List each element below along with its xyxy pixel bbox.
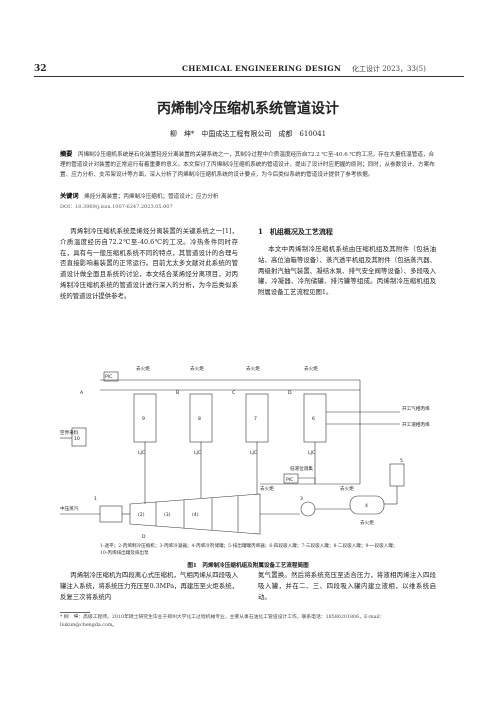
equipment-number: 5 xyxy=(400,458,403,464)
vessel-number: 9 xyxy=(142,416,145,422)
body-paragraph: 丙烯制冷压缩机为四段离心式压缩机，气相丙烯从四段吸入罐注入系统，将系统压力充压至… xyxy=(60,571,238,601)
keywords-text: 烯烃分离装置；丙烯制冷压缩机；管道设计；应力分析 xyxy=(84,194,219,200)
stream-label: C xyxy=(232,390,235,396)
stream-label: A xyxy=(80,390,84,396)
to-torch-label: 去火炬 xyxy=(260,485,274,492)
abstract-label: 摘要 xyxy=(60,151,73,158)
body-paragraph: 氮气置换。然后将系统充压至适合压力，将液相丙烯注入四段吸入罐，并在二、三、四段吸… xyxy=(258,571,436,601)
author-affiliation: 柳 坤* 中国成达工程有限公司 成都 610041 xyxy=(169,130,327,138)
keywords-label: 关键词 xyxy=(60,193,79,200)
vessel-number: 10 xyxy=(74,436,80,442)
steam-label: 中压蒸汽 xyxy=(60,505,79,512)
ljc-label: LJC xyxy=(138,450,145,456)
stream-label: D xyxy=(142,534,146,540)
ljc-label: LJC xyxy=(194,450,201,456)
to-torch-label: 去火炬 xyxy=(190,365,204,372)
vessel-number: 8 xyxy=(198,416,201,422)
feed-label: 空界来料 xyxy=(60,429,79,436)
stage-label: (4) xyxy=(192,512,199,518)
equipment-number: 4 xyxy=(365,503,368,509)
abstract-text: 丙烯制冷压缩机系统是石化装置轻烃分离装置的关键系统之一，其制冷过程中介质温度经历… xyxy=(60,152,435,179)
ljc-label: LJC xyxy=(308,450,315,456)
stream-label: D xyxy=(288,390,292,396)
section-paragraph: 本文中丙烯制冷压缩机系统由压缩机组及其附件（包括油站、高位油箱等设备）、蒸汽透平… xyxy=(258,245,436,297)
to-torch-label: 去火炬 xyxy=(340,485,354,492)
to-torch-label: 去火炬 xyxy=(360,519,374,526)
cooler-label: 低液位调集 xyxy=(290,465,313,472)
vessel-number: 6 xyxy=(312,416,315,422)
startup-liquid-label: 开工液相丙烯 xyxy=(402,421,430,428)
stage-label: (3) xyxy=(164,512,171,518)
vessel-number: 7 xyxy=(254,416,257,422)
section-heading: 1 机组概况及工艺流程 xyxy=(258,227,333,236)
to-torch-label: 去火炬 xyxy=(304,365,318,372)
figure-legend: 1-透平；2-丙烯制冷压缩机；3-丙烯冷凝器；4-丙烯冷剂储罐；5-排出罐罐丙烯… xyxy=(100,544,398,556)
intro-paragraph: 丙烯制冷压缩机系统是烯烃分离装置的关键系统之一[1]，介质温度经历自72.2℃至… xyxy=(60,227,238,300)
pic-label: PIC xyxy=(105,374,112,380)
paper-title: 丙烯制冷压缩机系统管道设计 xyxy=(157,101,339,117)
journal-volume: 化工设计 2023，33(5) xyxy=(352,65,426,73)
page-number: 32 xyxy=(34,64,47,74)
keywords: 关键词 烯烃分离装置；丙烯制冷压缩机；管道设计；应力分析 xyxy=(60,191,436,200)
process-flow-diagram: PIC 去火炬 去火炬 去火炬 去火炬 9 8 7 6 A B C D LJC … xyxy=(60,365,430,540)
doi: DOI：10.3969/j.issn.1007-6247.2023.05.007 xyxy=(60,204,173,210)
to-torch-label: 去火炬 xyxy=(136,365,150,372)
stream-label: B xyxy=(176,390,179,396)
ljc-label: LJC xyxy=(250,450,257,456)
startup-gas-label: 开工气相丙烯 xyxy=(402,405,430,412)
pic-label: PIC xyxy=(286,477,293,483)
footnote: * 柳 坤：高级工程师。2010年硕士研究生毕业于郑州大学化工过程机械专业。主要… xyxy=(60,615,385,628)
to-torch-label: 去火炬 xyxy=(246,365,260,372)
journal-name: CHEMICAL ENGINEERING DESIGN xyxy=(182,64,342,73)
header-rule xyxy=(34,76,464,77)
figure-caption: 图1 丙烯制冷压缩机组及附属设备工艺流程简图 xyxy=(187,563,309,569)
equipment-number: 3 xyxy=(300,496,303,502)
turbine-number: 1 xyxy=(94,496,97,502)
footnote-rule xyxy=(60,612,90,613)
stage-label: (2) xyxy=(138,512,145,518)
abstract: 摘要 丙烯制冷压缩机系统是石化装置轻烃分离装置的关键系统之一，其制冷过程中介质温… xyxy=(60,150,436,181)
